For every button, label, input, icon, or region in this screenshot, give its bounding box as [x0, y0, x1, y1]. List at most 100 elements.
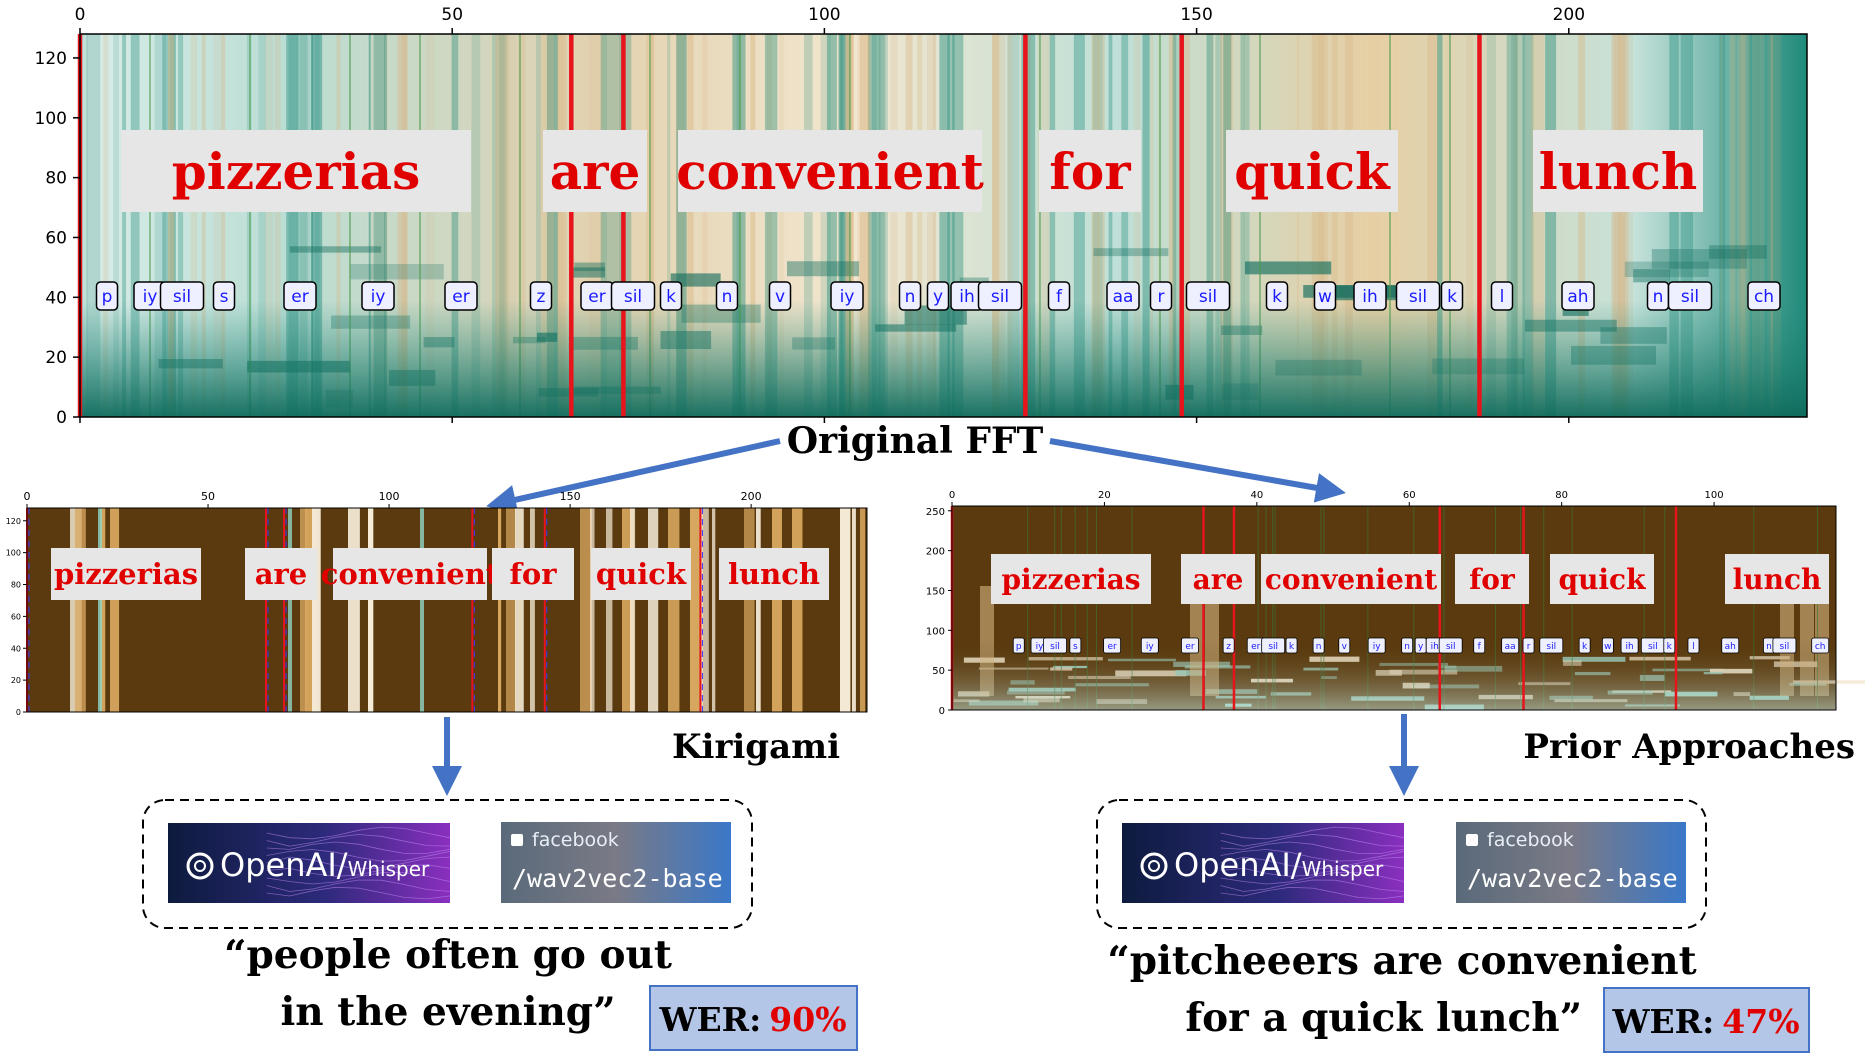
- main-texture-stripe: [201, 34, 206, 417]
- word-label-bg: [991, 554, 1151, 604]
- kirigami-texture-stripe: [110, 508, 120, 712]
- phoneme-label: er: [1185, 642, 1195, 652]
- phoneme-box: [1338, 637, 1351, 654]
- prior-x-tick-label: 40: [1250, 490, 1263, 501]
- main-texture-stripe: [839, 34, 846, 417]
- main-texture-stripe: [311, 34, 323, 417]
- main-texture-band: [1093, 248, 1169, 257]
- main-plot-frame: [79, 33, 1808, 418]
- main-texture-stripe: [169, 34, 176, 417]
- kirigami-texture-stripe: [515, 508, 524, 712]
- main-texture-stripe: [804, 34, 813, 417]
- main-texture-stripe: [1513, 34, 1518, 417]
- phoneme-label: sil: [173, 287, 191, 307]
- prior-x-tick-label: 60: [1403, 490, 1416, 501]
- phoneme-box: [659, 281, 683, 311]
- phoneme-label: f: [1056, 287, 1063, 307]
- facebook-icon: [511, 834, 523, 846]
- word-label: pizzerias: [172, 142, 420, 201]
- main-texture-stripe: [1545, 34, 1557, 417]
- main-texture-stripe: [384, 34, 387, 417]
- main-texture-stripe: [288, 34, 296, 417]
- kirigami-x-tick-label: 50: [201, 490, 215, 503]
- prior-y-tick-label: 250: [926, 507, 945, 518]
- kirigami-texture-stripe: [348, 508, 360, 712]
- phoneme-label: sil: [1409, 287, 1427, 307]
- kirigami-transcript-line2: in the evening”: [280, 989, 615, 1035]
- phoneme-box: [1501, 637, 1520, 654]
- main-texture-stripe: [840, 34, 844, 417]
- phoneme-label: iy: [1373, 642, 1382, 652]
- phoneme-label: iy: [1036, 642, 1045, 652]
- word-label: convenient: [676, 142, 984, 201]
- main-texture-stripe: [154, 34, 167, 417]
- kirigami-texture-stripe: [668, 508, 680, 712]
- main-texture-stripe: [1748, 34, 1760, 417]
- main-texture-stripe: [992, 34, 1000, 417]
- phoneme-box: [529, 281, 553, 311]
- main-texture-stripe: [1206, 34, 1214, 417]
- phoneme-box: [1438, 637, 1463, 654]
- phoneme-box: [1103, 637, 1122, 654]
- word-label-bg: [591, 548, 691, 600]
- kirigami-texture-stripe: [852, 508, 856, 712]
- main-texture-stripe: [917, 34, 923, 417]
- phoneme-box: [977, 281, 1023, 311]
- main-texture-stripe: [190, 34, 197, 417]
- main-texture-stripe: [1669, 34, 1679, 417]
- phoneme-label: n: [905, 287, 916, 307]
- main-texture-stripe: [1244, 34, 1250, 417]
- kirigami-texture-stripe: [622, 508, 634, 712]
- word-label-bg: [719, 548, 829, 600]
- whisper-badge-right: OpenAI/Whisper: [1122, 823, 1405, 903]
- main-texture-stripe: [933, 34, 936, 417]
- kirigami-transcript-line1: “people often go out: [224, 932, 672, 978]
- phoneme-box: [1772, 637, 1797, 654]
- main-texture-stripe: [546, 34, 559, 417]
- phoneme-box: [1312, 637, 1325, 654]
- whisper-wave-line: [266, 841, 451, 854]
- whisper-wave-line: [1220, 849, 1405, 862]
- phoneme-box: [898, 281, 922, 311]
- phoneme-box: [1353, 281, 1387, 311]
- phoneme-label: er: [1107, 642, 1117, 652]
- main-texture-stripe: [499, 34, 508, 417]
- word-label-bg: [1725, 554, 1829, 604]
- phoneme-label: l: [1500, 287, 1505, 307]
- word-label-bg: [1533, 130, 1703, 212]
- main-texture-stripe: [314, 34, 320, 417]
- phoneme-label: n: [1653, 287, 1664, 307]
- main-texture-stripe: [1049, 34, 1056, 417]
- main-texture-stripe: [1729, 34, 1736, 417]
- main-texture-stripe: [371, 34, 374, 417]
- word-label-bg: [1181, 554, 1255, 604]
- main-texture-stripe: [826, 34, 837, 417]
- main-y-tick-label: 100: [35, 109, 67, 129]
- main-texture-stripe: [905, 34, 913, 417]
- prior-plot-frame: [951, 505, 1837, 711]
- whisper-badge-left: OpenAI/Whisper: [168, 823, 451, 903]
- main-texture-stripe: [1578, 34, 1586, 417]
- phoneme-label: iy: [371, 287, 386, 307]
- arrow-to-prior: [1049, 438, 1346, 503]
- word-label-bg: [121, 130, 471, 212]
- phoneme-label: k: [1582, 642, 1588, 652]
- main-texture-stripe: [1157, 34, 1161, 417]
- phoneme-label: k: [1272, 287, 1282, 307]
- phoneme-box: [283, 281, 317, 311]
- whisper-wave-line: [1220, 826, 1405, 840]
- main-texture-stripe: [947, 34, 955, 417]
- main-texture-stripe: [299, 34, 311, 417]
- phoneme-label: ch: [1815, 642, 1826, 652]
- main-texture-stripe: [1172, 34, 1177, 417]
- prior-wer: WER:47%: [1611, 1002, 1799, 1041]
- kirigami-spectrogram-background: [27, 508, 867, 712]
- openai-logo-icon: [186, 852, 214, 880]
- main-texture-stripe: [926, 34, 936, 417]
- phoneme-label: k: [1447, 287, 1457, 307]
